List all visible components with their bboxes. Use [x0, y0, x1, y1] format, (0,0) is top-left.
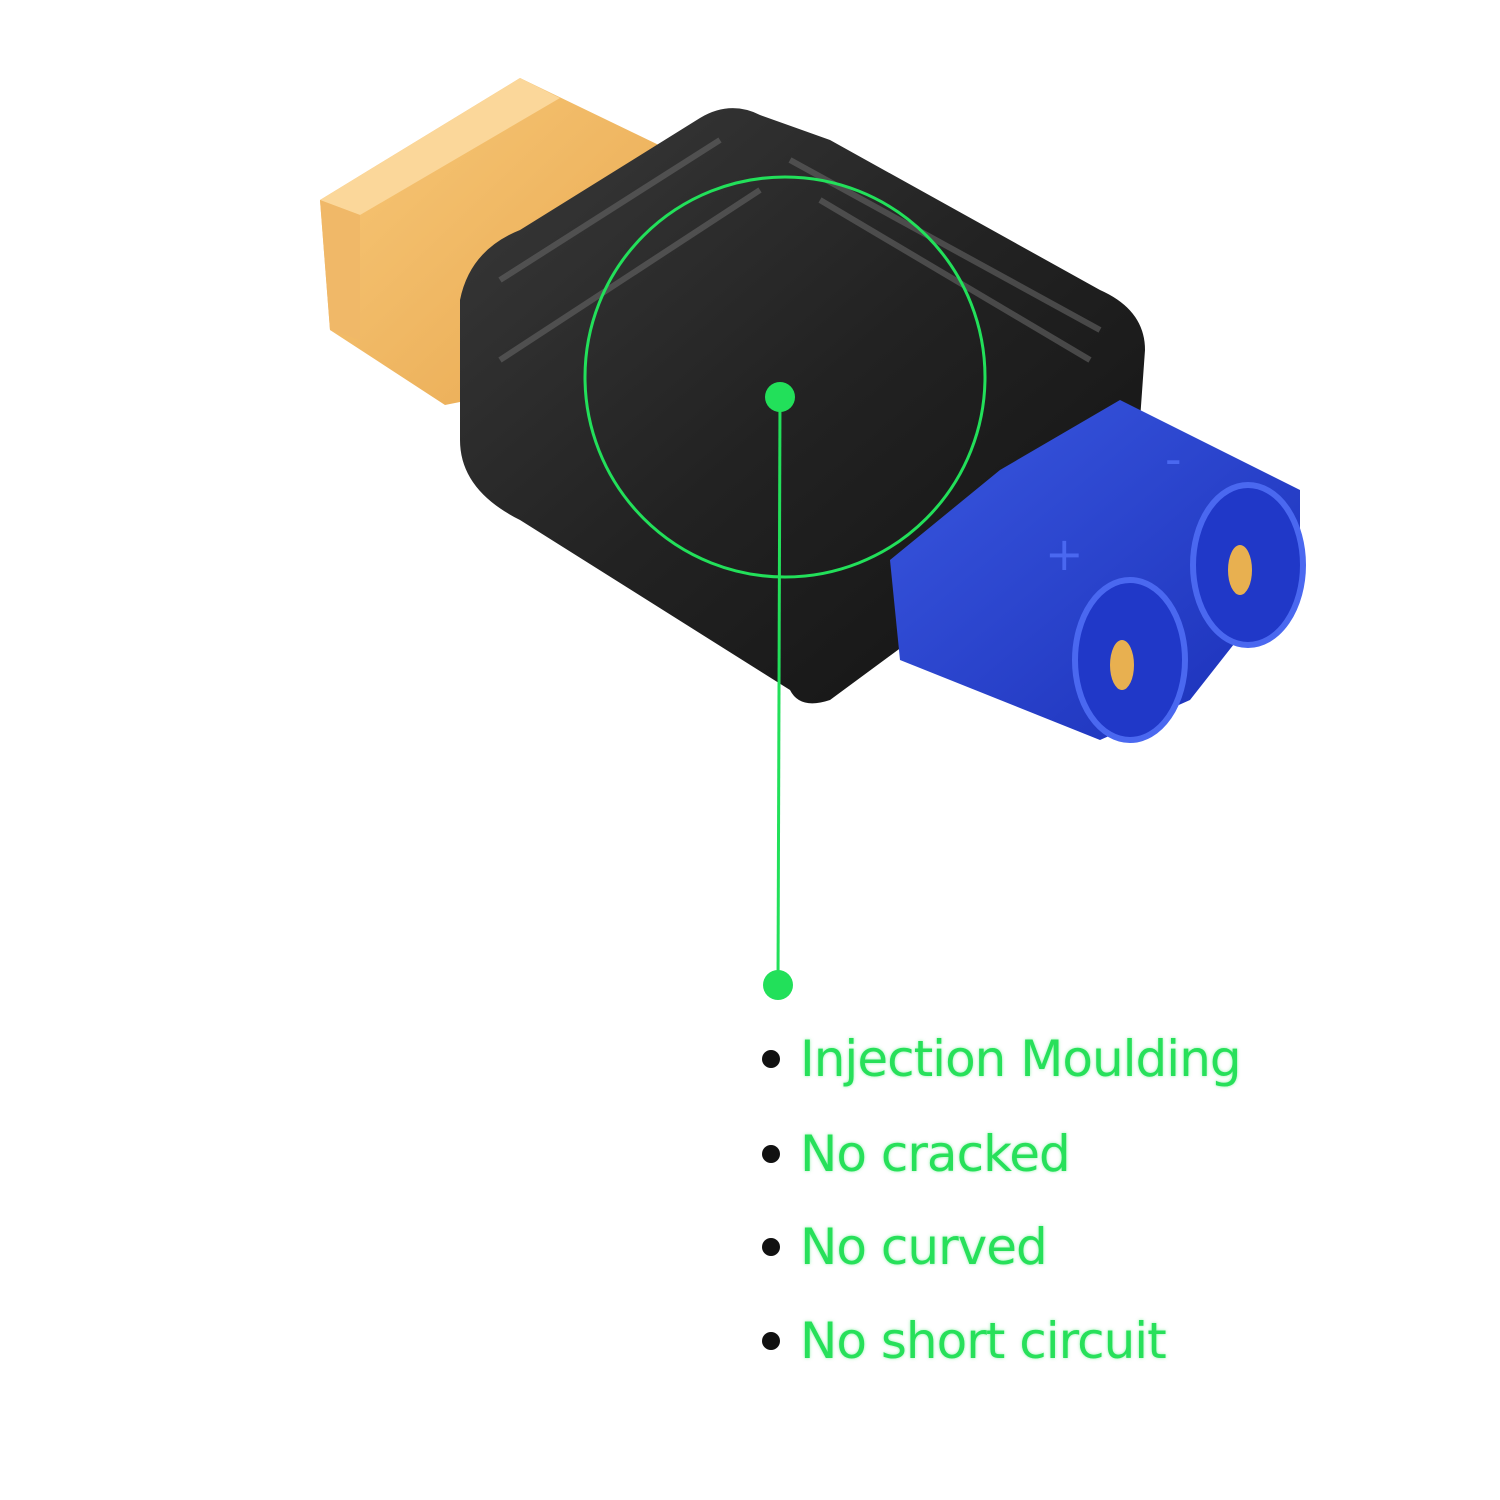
bullet-icon — [762, 1050, 780, 1068]
plus-mark: + — [1045, 527, 1084, 581]
feature-label: No short circuit — [800, 1312, 1167, 1370]
highlight-circle — [583, 175, 987, 579]
feature-label: No cracked — [800, 1125, 1071, 1183]
minus-mark: - — [1165, 432, 1182, 486]
feature-item: No cracked — [762, 1125, 1071, 1183]
feature-item: Injection Moulding — [762, 1030, 1242, 1088]
ec3-connector: + - — [890, 400, 1306, 743]
feature-label: No curved — [800, 1218, 1048, 1276]
bullet-icon — [762, 1332, 780, 1350]
feature-item: No short circuit — [762, 1312, 1167, 1370]
bullet-icon — [762, 1238, 780, 1256]
callout-line — [776, 396, 782, 986]
callout-dot-bottom — [763, 970, 793, 1000]
bullet-icon — [762, 1145, 780, 1163]
callout-pointer — [583, 175, 987, 1000]
feature-item: No curved — [762, 1218, 1048, 1276]
feature-label: Injection Moulding — [800, 1030, 1242, 1088]
xt60-connector — [320, 78, 665, 405]
